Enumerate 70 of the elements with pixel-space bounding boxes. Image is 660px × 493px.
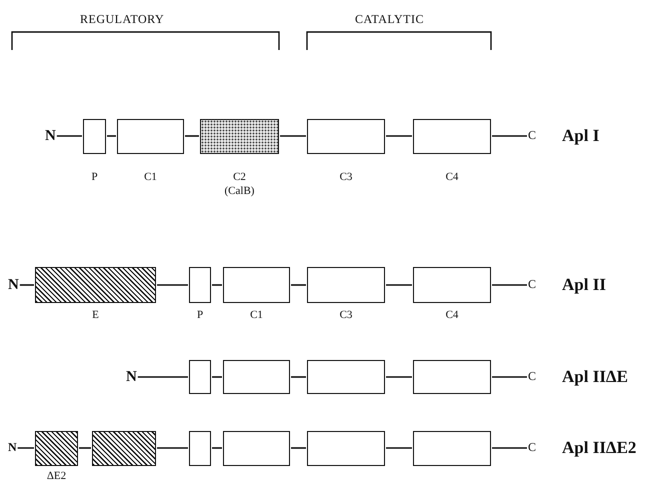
terminus-label: C: [528, 278, 536, 290]
linker-line: [212, 376, 222, 378]
linker-line: [107, 135, 116, 137]
domain-label: ΔE2: [46, 470, 66, 484]
linker-line: [492, 135, 527, 137]
domain-box: [189, 430, 211, 466]
linker-line: [386, 135, 412, 137]
terminus-label: N: [126, 370, 137, 385]
terminus-label: C: [528, 129, 536, 141]
linker-line: [185, 135, 199, 137]
protein-name: Apl I: [562, 127, 600, 144]
domain-label: (CalB): [224, 184, 254, 198]
domain-box: [223, 360, 290, 394]
linker-line: [386, 284, 412, 286]
linker-line: [138, 376, 188, 378]
shaded-domain-box: [35, 430, 78, 466]
linker-line: [157, 284, 188, 286]
domain-label: C2: [233, 170, 246, 184]
linker-line: [386, 447, 412, 449]
protein-name: Apl IIΔE: [562, 368, 628, 385]
domain-label: C3: [340, 309, 352, 323]
linker-line: [492, 284, 527, 286]
linker-line: [56, 135, 82, 137]
domain-box: [413, 267, 491, 303]
linker-line: [212, 284, 222, 286]
shaded-domain-box: [200, 118, 279, 154]
linker-line: [386, 376, 412, 378]
linker-line: [18, 447, 34, 449]
linker-line: [291, 447, 306, 449]
linker-line: [291, 284, 306, 286]
domain-box: [413, 430, 491, 466]
section-heading: REGULATORY: [80, 12, 164, 27]
domain-label: C1: [250, 309, 263, 323]
domain-box: [307, 267, 385, 303]
linker-line: [79, 447, 91, 449]
domain-box: [223, 430, 290, 466]
linker-line: [291, 376, 306, 378]
terminus-label: C: [528, 441, 536, 453]
linker-line: [280, 135, 306, 137]
terminus-label: N: [8, 278, 19, 293]
domain-box: [117, 118, 184, 154]
linker-line: [492, 447, 527, 449]
domain-box: [307, 118, 385, 154]
linker-line: [157, 447, 188, 449]
domain-box: [189, 360, 211, 394]
section-heading: CATALYTIC: [355, 12, 424, 27]
domain-label: C4: [446, 309, 458, 323]
linker-line: [20, 284, 34, 286]
linker-line: [492, 376, 527, 378]
domain-label: C3: [340, 170, 352, 184]
domain-label: P: [91, 170, 98, 184]
domain-label: C4: [446, 170, 458, 184]
domain-box: [413, 118, 491, 154]
domain-box: [307, 430, 385, 466]
linker-line: [212, 447, 222, 449]
domain-box: [307, 360, 385, 394]
terminus-label: C: [528, 370, 536, 382]
domain-box: [223, 267, 290, 303]
domain-label: P: [196, 309, 204, 323]
terminus-label: N: [45, 129, 56, 144]
domain-label: E: [92, 309, 99, 323]
terminus-label: N: [8, 441, 17, 453]
protein-name: Apl II: [562, 276, 606, 293]
shaded-domain-box: [35, 267, 156, 303]
domain-label: C1: [144, 170, 157, 184]
domain-box: [189, 267, 211, 303]
domain-box: [413, 360, 491, 394]
protein-name: Apl IIΔE2: [562, 439, 636, 456]
shaded-domain-box: [92, 430, 156, 466]
domain-box: [83, 118, 106, 154]
